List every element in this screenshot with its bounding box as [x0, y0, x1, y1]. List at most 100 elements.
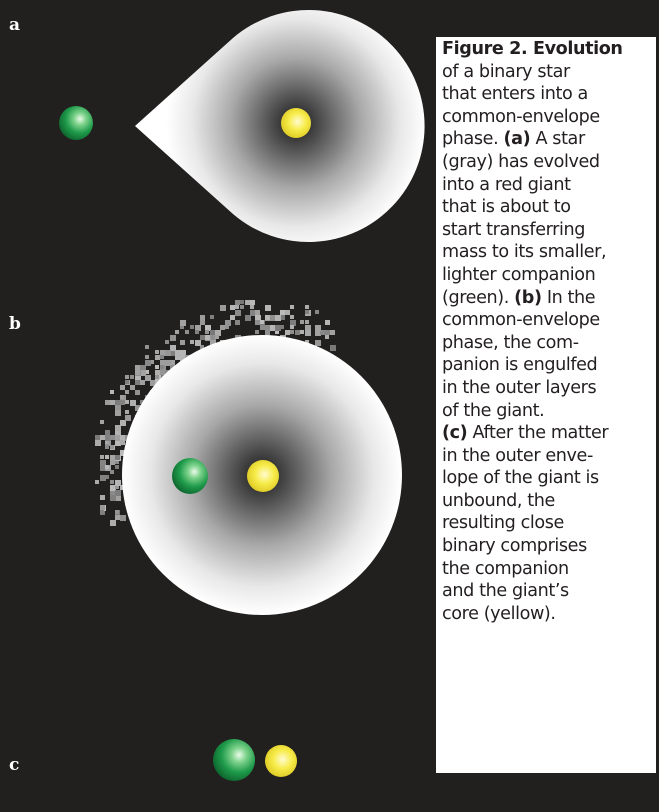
ejecta-particle — [210, 330, 215, 335]
ejecta-particle — [280, 325, 284, 329]
ejecta-particle — [150, 360, 154, 364]
ejecta-particle — [140, 370, 146, 376]
giant-core-a — [281, 108, 311, 138]
caption-label-c: (c) — [442, 423, 468, 444]
ejecta-particle — [220, 325, 225, 330]
ejecta-particle — [325, 320, 330, 325]
ejecta-particle — [250, 310, 256, 316]
ejecta-particle — [165, 360, 171, 366]
ejecta-particle — [135, 380, 140, 385]
ejecta-particle — [280, 310, 285, 315]
ejecta-particle — [290, 320, 296, 326]
ejecta-particle — [305, 320, 309, 324]
ejecta-particle — [195, 330, 199, 334]
ejecta-particle — [160, 370, 165, 375]
ejecta-particle — [100, 475, 106, 481]
ejecta-particle — [170, 350, 175, 355]
ejecta-particle — [160, 350, 166, 356]
ejecta-particle — [265, 305, 271, 311]
ejecta-particle — [155, 350, 159, 354]
ejecta-particle — [200, 335, 205, 340]
ejecta-particle — [200, 320, 204, 324]
ejecta-particle — [230, 305, 235, 310]
ejecta-particle — [275, 325, 281, 331]
ejecta-particle — [300, 330, 304, 334]
ejecta-particle — [105, 435, 111, 441]
ejecta-particle — [320, 330, 325, 335]
ejecta-particle — [265, 315, 270, 320]
ejecta-particle — [280, 315, 285, 320]
ejecta-particle — [240, 305, 244, 309]
ejecta-particle — [290, 305, 294, 309]
ejecta-particle — [195, 340, 201, 346]
ejecta-particle — [140, 400, 144, 404]
ejecta-particle — [325, 330, 330, 335]
ejecta-particle — [325, 335, 329, 339]
panel-label-c: c — [9, 755, 20, 775]
caption-part3: In the common-envelope phase, the com- p… — [442, 287, 600, 421]
ejecta-particle — [290, 330, 294, 334]
ejecta-particle — [110, 390, 114, 394]
ejecta-particle — [315, 330, 321, 336]
ejecta-particle — [105, 430, 110, 435]
ejecta-particle — [270, 325, 276, 331]
ejecta-particle — [110, 400, 115, 405]
ejecta-particle — [235, 300, 240, 305]
ejecta-particle — [125, 380, 129, 384]
ejecta-particle — [145, 355, 149, 359]
ejecta-particle — [145, 360, 151, 366]
ejecta-particle — [305, 325, 311, 331]
figure-caption: Figure 2. Evolution of a binary star tha… — [436, 37, 656, 773]
ejecta-particle — [155, 370, 160, 375]
ejecta-particle — [295, 330, 299, 334]
ejecta-particle — [135, 405, 141, 411]
ejecta-particle — [255, 315, 261, 321]
ejecta-particle — [285, 330, 290, 335]
ejecta-particle — [115, 400, 120, 405]
ejecta-particle — [110, 495, 116, 501]
giant-core-c — [265, 745, 297, 777]
ejecta-particle — [330, 345, 336, 351]
ejecta-particle — [215, 335, 219, 339]
ejecta-particle — [270, 315, 276, 321]
ejecta-particle — [165, 350, 171, 356]
ejecta-particle — [100, 455, 104, 459]
ejecta-particle — [115, 495, 121, 501]
ejecta-particle — [100, 460, 106, 466]
ejecta-particle — [120, 395, 124, 399]
ejecta-particle — [120, 485, 125, 490]
ejecta-particle — [235, 320, 240, 325]
ejecta-particle — [110, 455, 116, 461]
ejecta-particle — [110, 435, 115, 440]
ejecta-particle — [300, 320, 304, 324]
ejecta-particle — [110, 520, 116, 526]
ejecta-particle — [305, 340, 309, 344]
companion-star-b — [172, 458, 208, 494]
ejecta-particle — [115, 460, 119, 464]
ejecta-particle — [315, 310, 319, 314]
ejecta-particle — [235, 310, 241, 316]
ejecta-particle — [125, 400, 129, 404]
ejecta-particle — [200, 315, 205, 320]
ejecta-particle — [125, 375, 129, 379]
ejecta-particle — [180, 340, 185, 345]
ejecta-particle — [225, 320, 231, 326]
ejecta-particle — [160, 360, 165, 365]
ejecta-particle — [130, 375, 134, 379]
ejecta-particle — [175, 330, 179, 334]
ejecta-particle — [120, 400, 125, 405]
ejecta-particle — [115, 465, 119, 469]
ejecta-particle — [115, 440, 121, 446]
ejecta-particle — [100, 505, 105, 510]
ejecta-particle — [265, 325, 270, 330]
ejecta-particle — [115, 405, 121, 411]
ejecta-particle — [305, 310, 309, 314]
companion-star-a — [59, 106, 93, 140]
ejecta-particle — [275, 330, 279, 334]
ejecta-particle — [260, 320, 264, 324]
ejecta-particle — [215, 330, 221, 336]
ejecta-particle — [265, 330, 270, 335]
ejecta-particle — [180, 350, 186, 356]
caption-part1: of a binary star that enters into a comm… — [442, 61, 600, 150]
ejecta-particle — [255, 320, 260, 325]
